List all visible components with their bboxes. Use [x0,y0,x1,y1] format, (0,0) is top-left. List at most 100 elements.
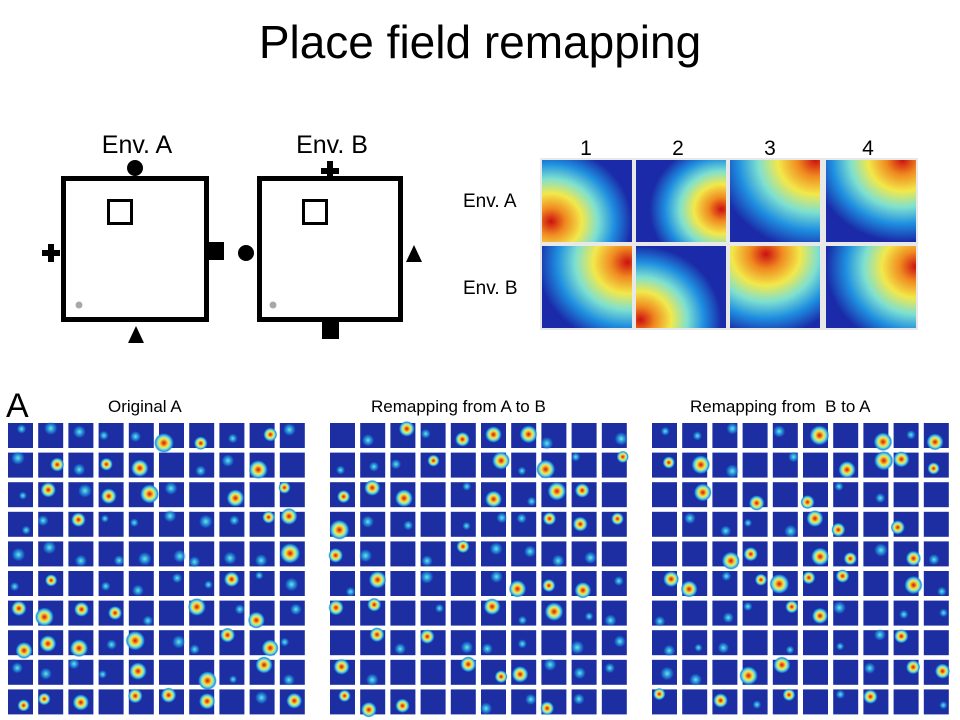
place-field-cell [390,600,416,626]
place-field-cell [863,571,889,596]
heatmap-col-1: 1 [580,137,592,160]
grid-title-original: Original A [108,397,182,416]
place-field-cell [893,689,919,715]
place-field-cell [330,423,355,448]
place-field-cell [189,482,215,508]
place-field-cell [682,541,708,567]
place-field-cell [833,630,859,656]
env-b-square-cue-icon [322,322,339,339]
place-field-cell [450,600,476,626]
place-field-cell [682,600,708,626]
place-field-cell [279,452,305,478]
env-b-object-square [302,199,328,225]
place-field-cell [420,600,446,626]
place-field-cell [742,630,768,656]
grid-title-a-to-b: Remapping from A to B [371,397,546,416]
heatmap-col-3: 3 [764,137,776,160]
place-field-cell [772,541,798,567]
place-field-cell [712,659,738,685]
place-field-cell [159,600,184,626]
place-field-cell [833,423,859,448]
place-field-cell [772,630,798,656]
place-field-cell [742,452,768,478]
place-field-cell [601,541,627,567]
place-field-cell [863,482,889,508]
place-field-cell [803,630,828,656]
place-field-cell [420,689,446,715]
place-field-cell [601,482,627,508]
place-field-cell [601,659,627,685]
place-field-cell [652,541,677,567]
place-field-cell [159,452,184,478]
place-field-cell [803,452,828,478]
place-field-cell [330,630,355,656]
place-field-cell [159,659,184,685]
place-field-cell [98,689,124,715]
env-a-triangle-cue-icon [128,326,144,343]
heatmap-cell [542,246,632,328]
env-a-object-square [107,199,133,225]
place-field-cell [893,482,919,508]
place-field-cell [923,511,949,537]
heatmap-col-4: 4 [862,137,874,160]
place-field-cell [652,511,677,537]
env-b-triangle-cue-icon [406,245,422,262]
env-b-label: Env. B [296,131,368,159]
heatmap-cell [826,246,916,328]
place-field-cell [652,482,677,508]
place-field-cell [450,571,476,596]
place-field-cell [601,571,627,596]
place-field-cell [541,630,567,656]
place-field-cell [712,600,738,626]
heatmap-row-env-a: Env. A [463,191,517,212]
env-a-gray-dot [75,301,83,309]
place-field-cell [803,689,828,715]
place-field-cell [863,511,889,537]
place-field-cell [420,482,446,508]
place-field-cell [803,659,828,685]
place-field-cell [420,659,446,685]
place-field-cell [772,482,798,508]
env-a-square-cue-icon [208,242,224,260]
page-title: Place field remapping [258,16,702,68]
env-a-label: Env. A [101,131,173,159]
place-field-cell [742,423,768,448]
place-field-cell [601,689,627,715]
env-a-box [61,176,209,322]
env-b-gray-dot [269,301,277,309]
place-field-cell [68,571,94,596]
place-field-cell [219,689,245,715]
place-field-cell [571,600,597,626]
place-field-cell [682,689,708,715]
heatmap-cell [730,160,820,242]
place-field-cell [420,511,446,537]
heatmap-cell [730,246,820,328]
env-b-cross-cue-icon-v [327,161,333,179]
place-field-cell [571,423,597,448]
place-field-cell [712,482,738,508]
place-field-cell [450,452,476,478]
place-field-cell [450,689,476,715]
place-field-cell [390,659,416,685]
place-field-cell [923,630,949,656]
place-field-cell [249,482,275,508]
place-field-cell [390,541,416,567]
place-field-cell [682,630,708,656]
env-b-circle-cue-icon [238,245,254,261]
grid-title-b-to-a: Remapping from B to A [690,397,871,416]
place-field-cell [923,482,949,508]
env-a-circle-cue-icon [127,160,143,176]
heatmap-col-2: 2 [672,137,684,160]
heatmap-cell [636,160,726,242]
heatmap-row-env-b: Env. B [463,278,518,299]
env-a-cross-cue-icon-v [48,244,54,262]
heatmap-cell [542,160,632,242]
heatmap-cell [636,246,726,328]
place-field-cell [833,659,859,685]
place-field-cell [390,571,416,596]
panel-letter: A [6,387,29,425]
heatmap-cell [826,160,916,242]
place-field-cell [863,600,889,626]
